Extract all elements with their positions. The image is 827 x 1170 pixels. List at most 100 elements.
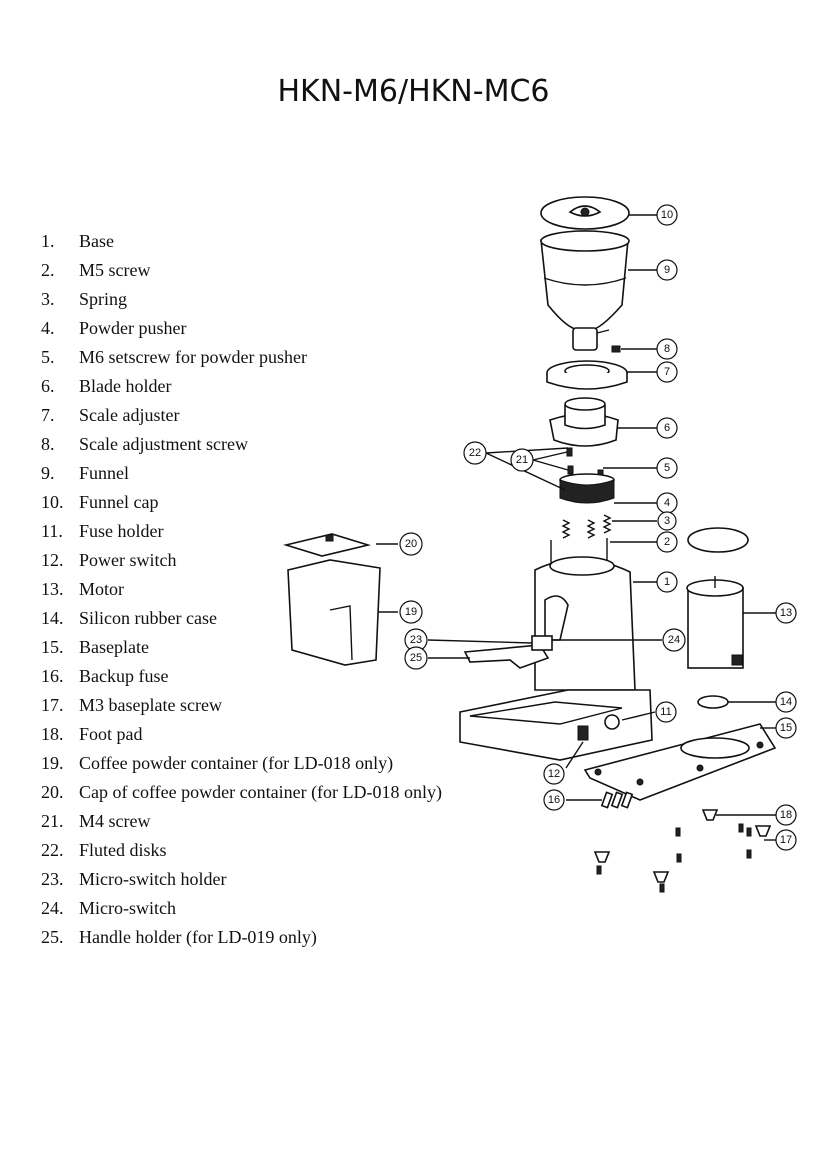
funnel [540, 230, 630, 351]
part-number: 8. [41, 434, 55, 454]
part-number: 3. [41, 289, 55, 309]
part-item: 17.M3 baseplate screw [41, 692, 442, 721]
callout-3: 3 [657, 511, 677, 531]
part-label: M6 setscrew for powder pusher [79, 347, 307, 367]
part-item: 14. Silicon rubber case [41, 605, 442, 634]
motor [686, 576, 744, 669]
part-label: Handle holder (for LD-019 only) [79, 927, 317, 947]
callout-9: 9 [656, 259, 678, 281]
part-label: Silicon rubber case [79, 608, 217, 628]
svg-text:18: 18 [780, 809, 792, 821]
callout-16: 16 [543, 789, 565, 811]
callout-15: 15 [775, 717, 797, 739]
part-item: 13.Motor [41, 576, 442, 605]
part-number: 19. [41, 753, 64, 773]
svg-text:13: 13 [780, 607, 792, 619]
callout-6: 6 [656, 417, 678, 439]
part-item: 6.Blade holder [41, 373, 442, 402]
baseplate [583, 723, 777, 801]
part-number: 7. [41, 405, 55, 425]
callout-7: 7 [656, 361, 678, 383]
callout-14: 14 [775, 691, 797, 713]
svg-text:16: 16 [548, 794, 560, 806]
part-label: Power switch [79, 550, 177, 570]
svg-text:5: 5 [664, 462, 670, 474]
part-number: 10. [41, 492, 64, 512]
svg-text:3: 3 [664, 515, 670, 527]
svg-text:6: 6 [664, 422, 670, 434]
svg-text:12: 12 [548, 768, 560, 780]
parts-list: 1.Base 2.M5 screw 3.Spring 4.Powder push… [41, 228, 442, 953]
callout-2: 2 [656, 531, 678, 553]
part-number: 4. [41, 318, 55, 338]
part-label: Cap of coffee powder container (for LD-0… [79, 782, 443, 802]
part-number: 2. [41, 260, 55, 280]
part-label: Backup fuse [79, 666, 169, 686]
funnel-cap [540, 196, 630, 230]
part-number: 24. [41, 898, 64, 918]
part-item: 10. Funnel cap [41, 489, 442, 518]
svg-text:14: 14 [780, 696, 792, 708]
callout-21: 21 [510, 448, 534, 472]
svg-text:4: 4 [664, 497, 670, 509]
part-item: 15.Baseplate [41, 634, 442, 663]
part-number: 14. [41, 608, 64, 628]
part-number: 18. [41, 724, 64, 744]
powder-container [287, 559, 381, 666]
part-label: Micro-switch [79, 898, 176, 918]
callout-24: 24 [662, 628, 686, 652]
part-item: 23. Micro-switch holder [41, 866, 442, 895]
part-number: 12. [41, 550, 64, 570]
powder-pusher [559, 473, 615, 504]
callout-22: 22 [463, 441, 487, 465]
callout-17: 17 [775, 829, 797, 851]
callout-25: 25 [404, 646, 428, 670]
callout-13: 13 [775, 602, 797, 624]
part-item: 2.M5 screw [41, 257, 442, 286]
blade-holder [549, 397, 619, 447]
callout-4: 4 [656, 492, 678, 514]
part-number: 1. [41, 231, 55, 251]
svg-text:23: 23 [410, 634, 422, 646]
part-label: Funnel cap [79, 492, 159, 512]
part-label: Powder pusher [79, 318, 187, 338]
part-number: 9. [41, 463, 55, 483]
scale-adjuster [546, 360, 628, 390]
part-number: 21. [41, 811, 64, 831]
callout-5: 5 [656, 457, 678, 479]
part-label: Scale adjuster [79, 405, 180, 425]
part-number: 22. [41, 840, 64, 860]
part-number: 23. [41, 869, 64, 889]
callout-8: 8 [656, 338, 678, 360]
svg-text:8: 8 [664, 343, 670, 355]
callout-20: 20 [399, 532, 423, 556]
callout-19: 19 [399, 600, 423, 624]
part-label: Funnel [79, 463, 130, 483]
callout-18: 18 [775, 804, 797, 826]
part-label: Baseplate [79, 637, 149, 657]
part-label: Coffee powder container (for LD-018 only… [79, 753, 394, 773]
callout-23: 23 [404, 628, 428, 652]
part-item: 19. Coffee powder container (for LD-018 o… [41, 750, 442, 779]
callout-11: 11 [655, 701, 677, 723]
part-label: Blade holder [79, 376, 172, 396]
part-number: 16. [41, 666, 64, 686]
part-item: 5.M6 setscrew for powder pusher [41, 344, 442, 373]
svg-text:2: 2 [664, 536, 670, 548]
part-label: Fluted disks [79, 840, 167, 860]
part-label: Motor [79, 579, 124, 599]
part-item: 20.Cap of coffee powder container (for L… [41, 779, 442, 808]
part-label: Base [79, 231, 114, 251]
part-label: Foot pad [79, 724, 143, 744]
part-item: 21. M4 screw [41, 808, 442, 837]
svg-text:1: 1 [664, 576, 670, 588]
svg-text:10: 10 [661, 209, 673, 221]
grinder-base [459, 556, 653, 761]
part-label: M4 screw [79, 811, 151, 831]
part-number: 25. [41, 927, 64, 947]
part-label: Micro-switch holder [79, 869, 227, 889]
part-number: 11. [41, 521, 63, 541]
svg-text:19: 19 [405, 606, 417, 618]
part-item: 4. Powder pusher [41, 315, 442, 344]
svg-text:20: 20 [405, 538, 417, 550]
